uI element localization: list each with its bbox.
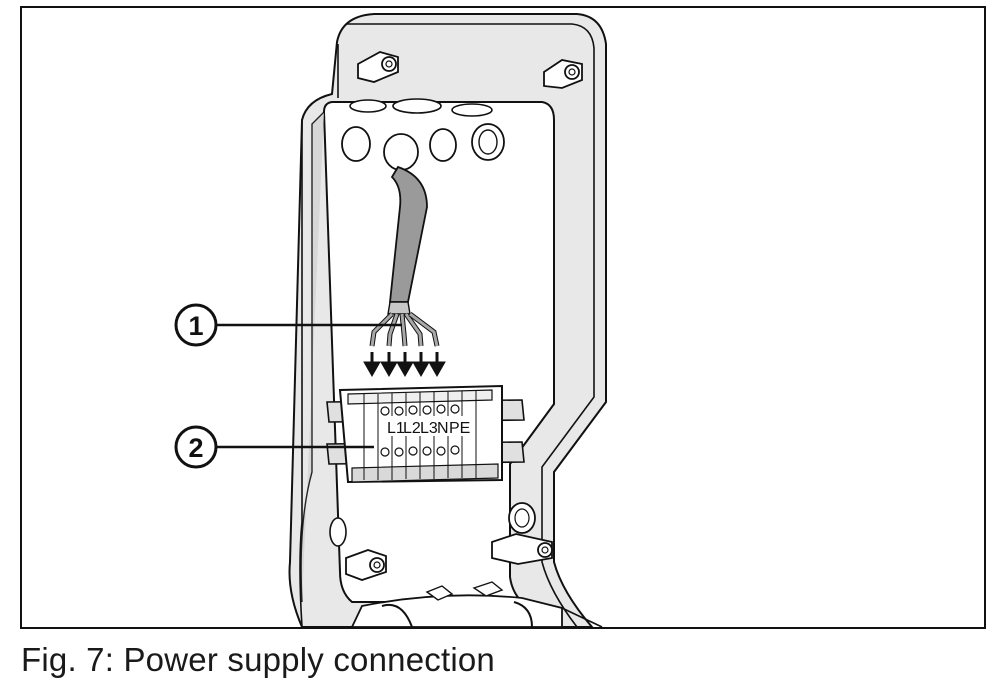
terminal-label-l3: L3 [420, 420, 438, 437]
figure-frame: L1 L2 L3 N PE 1 2 [20, 6, 986, 629]
callout-1: 1 [174, 303, 402, 347]
wallbox-illustration: L1 L2 L3 N PE 1 2 [174, 13, 607, 628]
mounting-lug-bottom-right [491, 533, 553, 565]
mounting-lug-top-right [543, 59, 583, 89]
mounting-lug-top-left [357, 51, 399, 83]
terminal-label-l2: L2 [403, 420, 421, 437]
cable-gland-row [341, 98, 505, 171]
callout-2-number: 2 [188, 433, 203, 463]
arrow-down-icon [396, 352, 414, 378]
terminal-label-n: N [437, 420, 449, 437]
bottom-bracket [350, 581, 603, 628]
supply-cable [387, 165, 428, 315]
small-gland-right [508, 502, 536, 534]
terminal-block: L1 L2 L3 N PE [326, 384, 525, 484]
arrow-down-icon [412, 352, 430, 378]
figure-caption: Fig. 7: Power supply connection [21, 641, 495, 678]
insertion-arrows [363, 352, 446, 378]
callout-1-number: 1 [188, 311, 203, 341]
arrow-down-icon [380, 352, 398, 378]
conductors [369, 312, 440, 347]
terminal-label-pe: PE [449, 420, 470, 437]
small-gland-left [329, 517, 347, 547]
terminal-label-l1: L1 [387, 420, 405, 437]
mounting-lug-bottom-left [345, 549, 387, 581]
arrow-down-icon [428, 352, 446, 378]
arrow-down-icon [363, 352, 381, 378]
callout-2: 2 [174, 425, 374, 469]
